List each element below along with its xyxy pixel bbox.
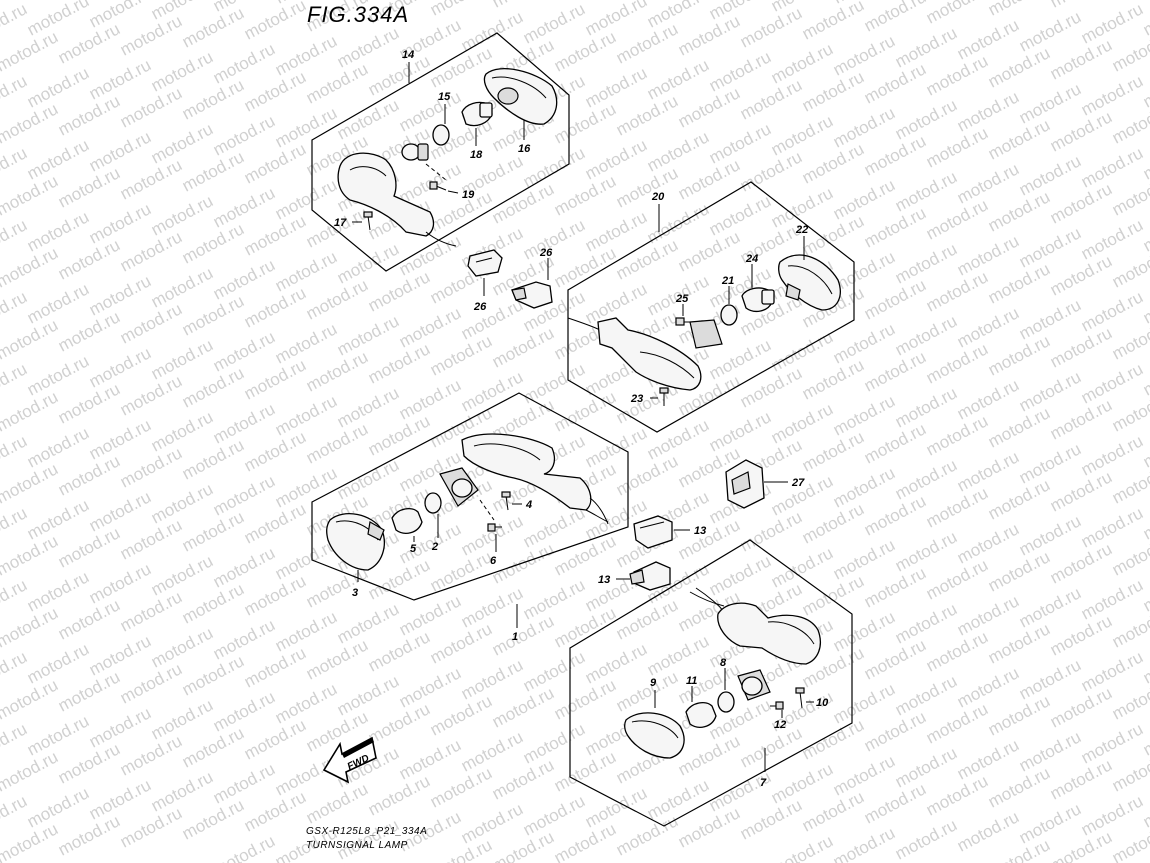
callout-2: 2 [431,541,438,553]
callout-11: 11 [686,675,697,687]
callout-20: 20 [651,191,665,203]
o-ring-part-15 [432,124,450,146]
o-ring-part-21 [720,304,738,326]
bulb-part-18 [461,101,493,127]
screw-part-25 [675,317,692,326]
housing-part-1 [461,433,609,525]
callout-19: 19 [462,189,475,201]
callout-8: 8 [720,657,727,669]
socket-part-20 [689,319,723,349]
socket-part [401,143,429,161]
o-ring-part-2 [424,492,442,514]
lens-part-9 [624,712,685,759]
callout-13-lower: 13 [598,574,610,586]
clip-part-27 [725,459,765,509]
callout-18: 18 [470,149,483,161]
bulb-part-5 [391,507,423,534]
assembly-box-1 [311,392,629,601]
callout-15: 15 [438,91,451,103]
clip-part-13-lower [629,561,671,591]
callout-24: 24 [745,253,758,265]
o-ring-part-8 [717,691,735,713]
callout-21: 21 [721,275,734,287]
callout-27: 27 [791,477,805,489]
callout-22: 22 [795,224,808,236]
screw-part-17 [363,211,373,231]
housing-part-14 [337,152,457,247]
callout-14: 14 [402,49,414,61]
screw-part-6 [487,523,502,532]
bulb-part-11 [685,701,717,728]
screw-part-10 [795,687,805,709]
clip-part-26-lower [511,281,553,309]
callout-3: 3 [352,587,358,599]
callout-17: 17 [334,217,347,229]
fwd-arrow-icon: FWD [322,736,377,784]
callout-26-lower: 26 [473,301,487,313]
assembly-box-7 [569,539,853,827]
bulb-part-24 [741,287,775,313]
lens-part-3 [326,513,385,571]
lens-part-22 [778,254,841,311]
assembly-box-14 [311,32,570,272]
screw-part-19 [429,181,447,191]
clip-part-13-upper [633,515,673,549]
screw-part-23 [659,387,669,406]
callout-13-upper: 13 [694,525,706,537]
callout-1: 1 [512,631,518,643]
callout-4: 4 [525,499,532,511]
screw-part-12 [770,701,784,710]
callout-25: 25 [675,293,689,305]
callout-23: 23 [630,393,643,405]
callout-10: 10 [816,697,829,709]
callout-9: 9 [650,677,657,689]
callout-16: 16 [518,143,531,155]
housing-part-7 [689,587,821,665]
figure-title: FIG.334A [307,2,410,27]
housing-part-20 [567,317,702,391]
footer-diagram-name: TURNSIGNAL LAMP [306,840,408,851]
lens-part-16 [483,68,558,125]
socket-part-7 [737,669,771,701]
footer-diagram-code: GSX-R125L8_P21_334A [306,826,428,837]
clip-part-26-upper [467,249,503,277]
socket-part-1 [439,467,479,507]
assembly-box-20 [567,181,855,433]
callout-7: 7 [760,777,767,789]
callout-5: 5 [410,543,417,555]
callout-12: 12 [774,719,786,731]
callout-6: 6 [490,555,497,567]
callout-26-upper: 26 [539,247,553,259]
screw-part-4 [501,491,511,511]
